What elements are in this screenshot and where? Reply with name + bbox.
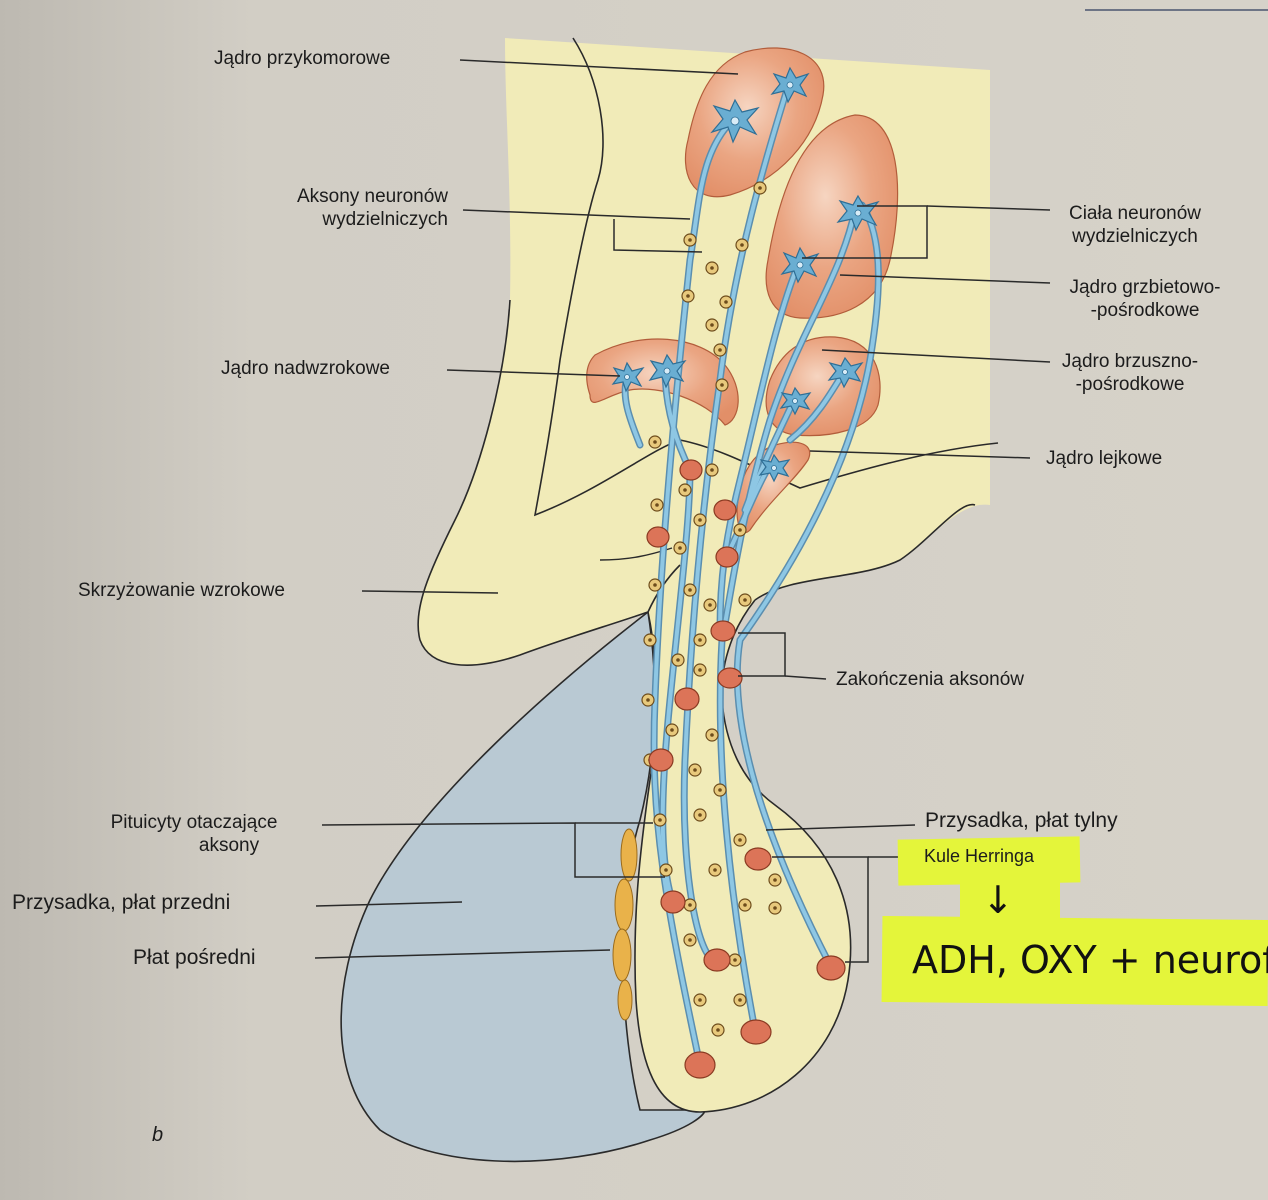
infundibulum-outline	[754, 503, 976, 601]
label-supraoptic: Jądro nadwzrokowe	[221, 358, 390, 379]
label-infundibular: Jądro lejkowe	[1046, 448, 1163, 469]
label-secretory-bodies-line2: wydzielniczych	[1072, 226, 1198, 247]
label-dorsomedial: Jądro grzbietowo- -pośrodkowe	[1052, 276, 1238, 322]
label-secretory-axons-line2: wydzielniczych	[322, 209, 448, 230]
pituicyte-nuclei	[646, 186, 777, 1032]
intermediate-lobe	[612, 828, 638, 1021]
herring-bodies	[646, 459, 846, 1079]
handwritten-note: ADH, OXY + neurofi	[912, 938, 1268, 982]
label-axon-terminals: Zakończenia aksonów	[836, 669, 1024, 690]
label-panel-letter: b	[152, 1124, 164, 1146]
label-anterior-lobe: Przysadka, płat przedni	[12, 891, 231, 914]
third-ventricle-floor	[679, 439, 999, 489]
label-ventromedial-line1: Jądro brzuszno-	[1061, 351, 1199, 372]
posterior-lobe-outline	[634, 599, 852, 1113]
third-ventricle-outline	[533, 37, 681, 517]
label-ventromedial: Jądro brzuszno- -pośrodkowe	[1045, 350, 1215, 396]
label-posterior-lobe: Przysadka, płat tylny	[925, 809, 1118, 832]
label-optic-chiasm: Skrzyżowanie wzrokowe	[78, 580, 285, 601]
handwritten-arrow: ↓	[982, 878, 1014, 922]
label-secretory-bodies: Ciała neuronów wydzielniczych	[1050, 202, 1220, 248]
label-pituicytes-line1: Pituicyty otaczające	[110, 812, 278, 833]
optic-chiasm-outline	[417, 299, 681, 666]
label-dorsomedial-line2: -pośrodkowe	[1090, 300, 1200, 321]
highlight-note-top	[960, 878, 1060, 923]
label-intermediate-lobe: Płat pośredni	[133, 946, 256, 969]
label-herring-bodies: Kule Herringa	[924, 846, 1035, 866]
neuron-nuclei	[624, 81, 862, 471]
label-dorsomedial-line1: Jądro grzbietowo-	[1069, 277, 1221, 298]
label-secretory-axons-line1: Aksony neuronów	[296, 186, 448, 207]
label-paraventricular: Jądro przykomorowe	[214, 48, 391, 69]
label-pituicytes: Pituicyty otaczające aksony	[78, 811, 310, 857]
label-pituicytes-line2: aksony	[198, 835, 260, 856]
label-secretory-axons: Aksony neuronów wydzielniczych	[240, 185, 448, 231]
label-ventromedial-line2: -pośrodkowe	[1075, 374, 1185, 395]
leader-lines	[314, 59, 1051, 963]
anterior-lobe	[340, 610, 706, 1163]
label-secretory-bodies-line1: Ciała neuronów	[1068, 203, 1202, 224]
